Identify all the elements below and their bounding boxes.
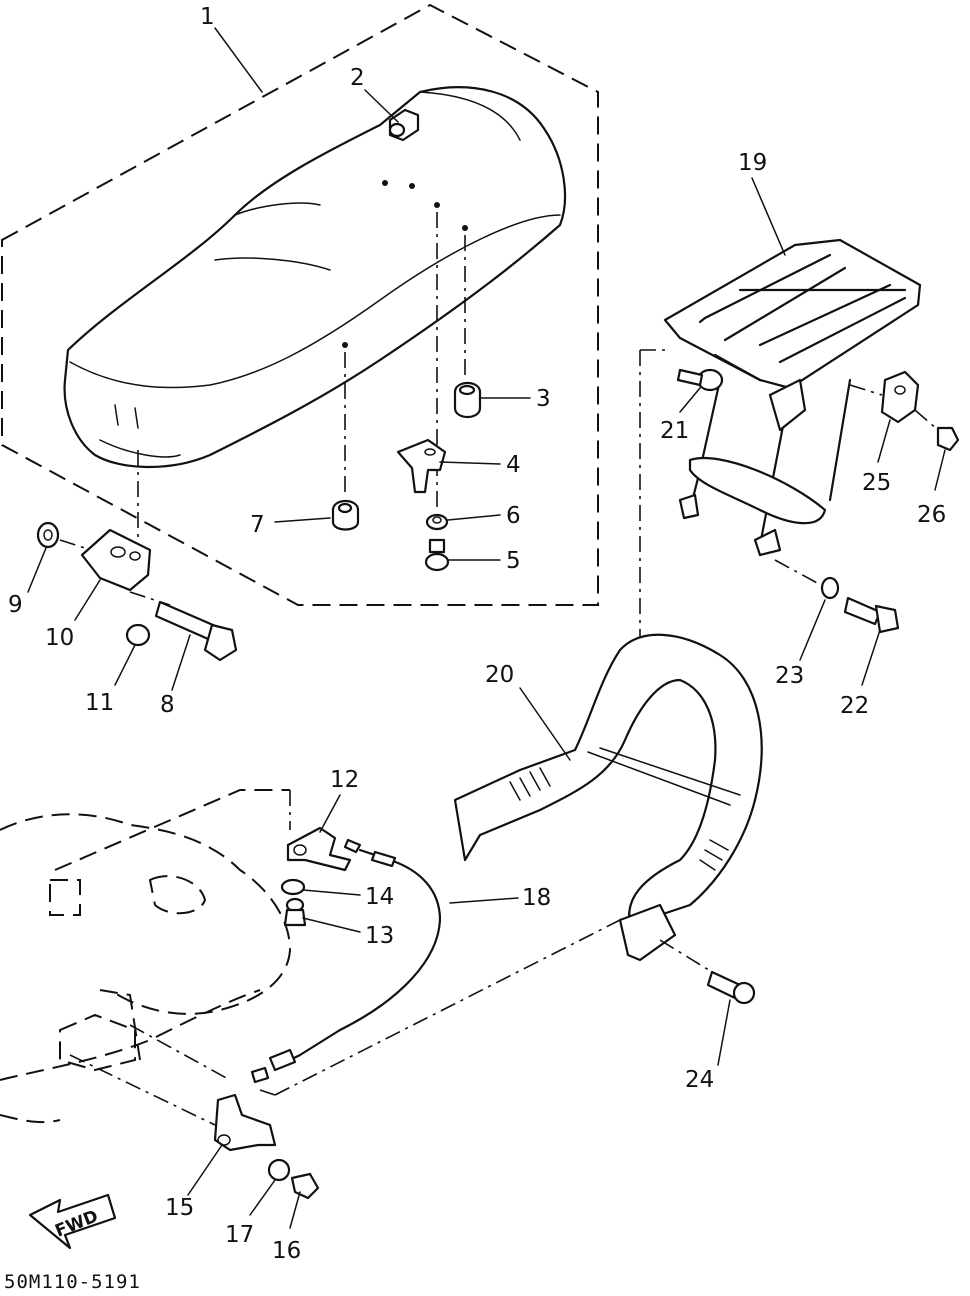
callout-19: 19 [738,150,767,176]
callout-16: 16 [272,1238,301,1264]
bolt-21 [676,368,724,392]
rear-carrier [663,238,922,557]
callout-labels: 1 2 3 4 6 5 7 9 10 11 8 19 21 25 26 23 2… [8,4,946,1264]
callout-8: 8 [160,692,175,718]
nut-9 [36,521,60,549]
callout-18: 18 [522,885,551,911]
grab-bar [453,633,763,962]
seat-assembly-boundary [1,3,599,606]
leader-lines [27,27,946,1229]
seat-hook-part [388,108,420,142]
callout-7: 7 [250,512,265,538]
callout-10: 10 [45,625,74,651]
callout-2: 2 [350,65,365,91]
callout-11: 11 [85,690,114,716]
callout-14: 14 [365,884,394,910]
collar-11 [125,623,151,647]
callout-4: 4 [506,452,521,478]
hinge-plate-10 [80,528,152,592]
seat-lock-cable-18 [250,838,442,1084]
collar-6 [425,513,449,531]
callout-20: 20 [485,662,514,688]
bolt-26 [936,426,960,452]
callout-5: 5 [506,548,521,574]
collar-17 [267,1158,291,1182]
callout-26: 26 [917,502,946,528]
damper-7 [331,499,360,531]
seat-bracket-4 [396,438,447,494]
bolt-8 [154,600,238,662]
washer-14 [280,878,306,896]
callout-15: 15 [165,1195,194,1221]
bracket-25 [880,370,920,424]
callout-23: 23 [775,663,804,689]
callout-9: 9 [8,592,23,618]
callout-22: 22 [840,693,869,719]
seat-lock-15 [213,1093,277,1152]
seat [63,86,567,469]
diagram-code: 50M110-5191 [4,1271,141,1293]
damper-3 [453,381,482,419]
callout-1: 1 [200,4,215,30]
callout-3: 3 [536,386,551,412]
washer-23 [820,576,840,600]
bolt-13 [283,897,307,927]
forward-direction-arrow: FWD [28,1193,117,1250]
bolt-22 [843,596,900,634]
callout-12: 12 [330,767,359,793]
callout-17: 17 [225,1222,254,1248]
callout-25: 25 [862,470,891,496]
bolt-16 [290,1172,320,1200]
callout-6: 6 [506,503,521,529]
callout-13: 13 [365,923,394,949]
callout-21: 21 [660,418,689,444]
bolt-5 [424,538,450,572]
lock-lever-12 [286,826,352,872]
bolt-24 [706,970,756,1005]
frame [0,789,292,1124]
callout-24: 24 [685,1067,714,1093]
